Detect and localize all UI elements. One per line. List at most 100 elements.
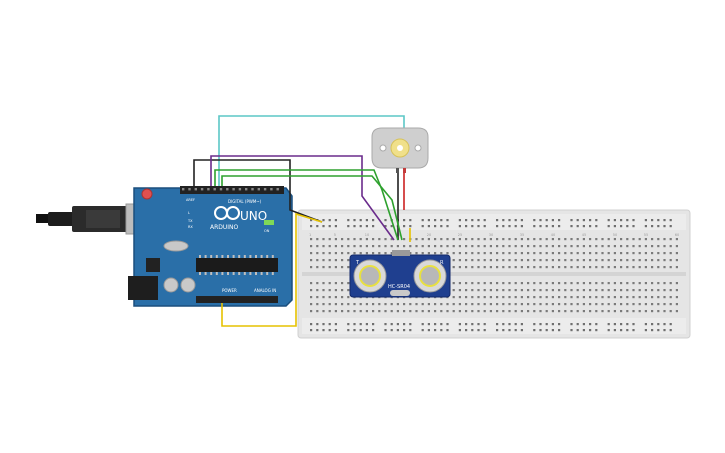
breadboard-hole[interactable] xyxy=(316,266,319,269)
breadboard-hole[interactable] xyxy=(328,289,331,292)
breadboard-hole[interactable] xyxy=(322,282,325,285)
breadboard-hole[interactable] xyxy=(582,219,585,222)
breadboard-hole[interactable] xyxy=(533,310,536,313)
breadboard-hole[interactable] xyxy=(601,303,604,306)
breadboard-hole[interactable] xyxy=(644,289,647,292)
breadboard-hole[interactable] xyxy=(570,310,573,313)
breadboard-hole[interactable] xyxy=(421,238,424,241)
breadboard-hole[interactable] xyxy=(514,238,517,241)
breadboard-hole[interactable] xyxy=(589,225,592,228)
breadboard-hole[interactable] xyxy=(471,323,474,326)
digital-pin[interactable] xyxy=(219,188,223,191)
breadboard-hole[interactable] xyxy=(620,245,623,248)
breadboard-hole[interactable] xyxy=(589,323,592,326)
breadboard-hole[interactable] xyxy=(359,329,362,332)
wire-green[interactable] xyxy=(221,175,403,241)
breadboard-hole[interactable] xyxy=(421,225,424,228)
breadboard-hole[interactable] xyxy=(434,310,437,313)
breadboard-hole[interactable] xyxy=(458,310,461,313)
breadboard-hole[interactable] xyxy=(508,259,511,262)
breadboard-hole[interactable] xyxy=(372,238,375,241)
breadboard-hole[interactable] xyxy=(496,225,499,228)
breadboard-hole[interactable] xyxy=(477,329,480,332)
breadboard-hole[interactable] xyxy=(644,310,647,313)
breadboard-hole[interactable] xyxy=(632,289,635,292)
breadboard-hole[interactable] xyxy=(458,238,461,241)
breadboard-hole[interactable] xyxy=(334,289,337,292)
breadboard-hole[interactable] xyxy=(483,296,486,299)
breadboard-hole[interactable] xyxy=(669,219,672,222)
breadboard-hole[interactable] xyxy=(620,310,623,313)
breadboard-hole[interactable] xyxy=(638,310,641,313)
breadboard-hole[interactable] xyxy=(669,289,672,292)
breadboard-hole[interactable] xyxy=(626,282,629,285)
breadboard-hole[interactable] xyxy=(607,219,610,222)
breadboard-hole[interactable] xyxy=(520,225,523,228)
breadboard-hole[interactable] xyxy=(514,245,517,248)
breadboard-hole[interactable] xyxy=(520,252,523,255)
breadboard-hole[interactable] xyxy=(663,323,666,326)
breadboard-hole[interactable] xyxy=(657,303,660,306)
breadboard-hole[interactable] xyxy=(328,245,331,248)
breadboard-hole[interactable] xyxy=(508,238,511,241)
breadboard-hole[interactable] xyxy=(657,296,660,299)
breadboard-hole[interactable] xyxy=(620,252,623,255)
breadboard-hole[interactable] xyxy=(446,310,449,313)
breadboard-hole[interactable] xyxy=(520,259,523,262)
breadboard-hole[interactable] xyxy=(607,296,610,299)
breadboard-hole[interactable] xyxy=(322,225,325,228)
breadboard-hole[interactable] xyxy=(520,329,523,332)
breadboard-hole[interactable] xyxy=(347,245,350,248)
breadboard-hole[interactable] xyxy=(675,238,678,241)
breadboard-hole[interactable] xyxy=(471,303,474,306)
breadboard-hole[interactable] xyxy=(595,252,598,255)
breadboard-hole[interactable] xyxy=(626,266,629,269)
breadboard-hole[interactable] xyxy=(551,225,554,228)
breadboard-hole[interactable] xyxy=(483,323,486,326)
breadboard-hole[interactable] xyxy=(638,238,641,241)
breadboard-hole[interactable] xyxy=(353,323,356,326)
breadboard-hole[interactable] xyxy=(620,282,623,285)
breadboard-hole[interactable] xyxy=(607,329,610,332)
breadboard-hole[interactable] xyxy=(446,252,449,255)
breadboard-hole[interactable] xyxy=(458,282,461,285)
breadboard-hole[interactable] xyxy=(564,259,567,262)
breadboard-hole[interactable] xyxy=(607,259,610,262)
digital-pin[interactable] xyxy=(194,188,197,191)
breadboard-hole[interactable] xyxy=(514,252,517,255)
breadboard-hole[interactable] xyxy=(601,296,604,299)
breadboard-hole[interactable] xyxy=(514,219,517,222)
breadboard-hole[interactable] xyxy=(632,303,635,306)
breadboard-hole[interactable] xyxy=(576,252,579,255)
breadboard-hole[interactable] xyxy=(502,329,505,332)
breadboard-hole[interactable] xyxy=(527,289,530,292)
breadboard-hole[interactable] xyxy=(620,266,623,269)
breadboard-hole[interactable] xyxy=(545,252,548,255)
breadboard-hole[interactable] xyxy=(589,303,592,306)
breadboard-hole[interactable] xyxy=(316,310,319,313)
breadboard-hole[interactable] xyxy=(421,303,424,306)
breadboard-hole[interactable] xyxy=(359,219,362,222)
breadboard-hole[interactable] xyxy=(489,245,492,248)
breadboard-hole[interactable] xyxy=(632,323,635,326)
breadboard-hole[interactable] xyxy=(651,219,654,222)
breadboard-hole[interactable] xyxy=(458,323,461,326)
breadboard-hole[interactable] xyxy=(570,303,573,306)
breadboard-hole[interactable] xyxy=(390,329,393,332)
breadboard-hole[interactable] xyxy=(589,296,592,299)
breadboard-hole[interactable] xyxy=(365,303,368,306)
breadboard-hole[interactable] xyxy=(576,296,579,299)
digital-pin[interactable] xyxy=(188,188,191,191)
breadboard-hole[interactable] xyxy=(359,303,362,306)
breadboard-hole[interactable] xyxy=(539,303,542,306)
breadboard-hole[interactable] xyxy=(558,310,561,313)
breadboard-hole[interactable] xyxy=(341,310,344,313)
breadboard-hole[interactable] xyxy=(471,310,474,313)
breadboard-hole[interactable] xyxy=(613,238,616,241)
breadboard-hole[interactable] xyxy=(465,329,468,332)
breadboard-hole[interactable] xyxy=(347,266,350,269)
breadboard-hole[interactable] xyxy=(310,296,313,299)
breadboard-hole[interactable] xyxy=(328,296,331,299)
breadboard-hole[interactable] xyxy=(477,296,480,299)
breadboard-hole[interactable] xyxy=(570,266,573,269)
